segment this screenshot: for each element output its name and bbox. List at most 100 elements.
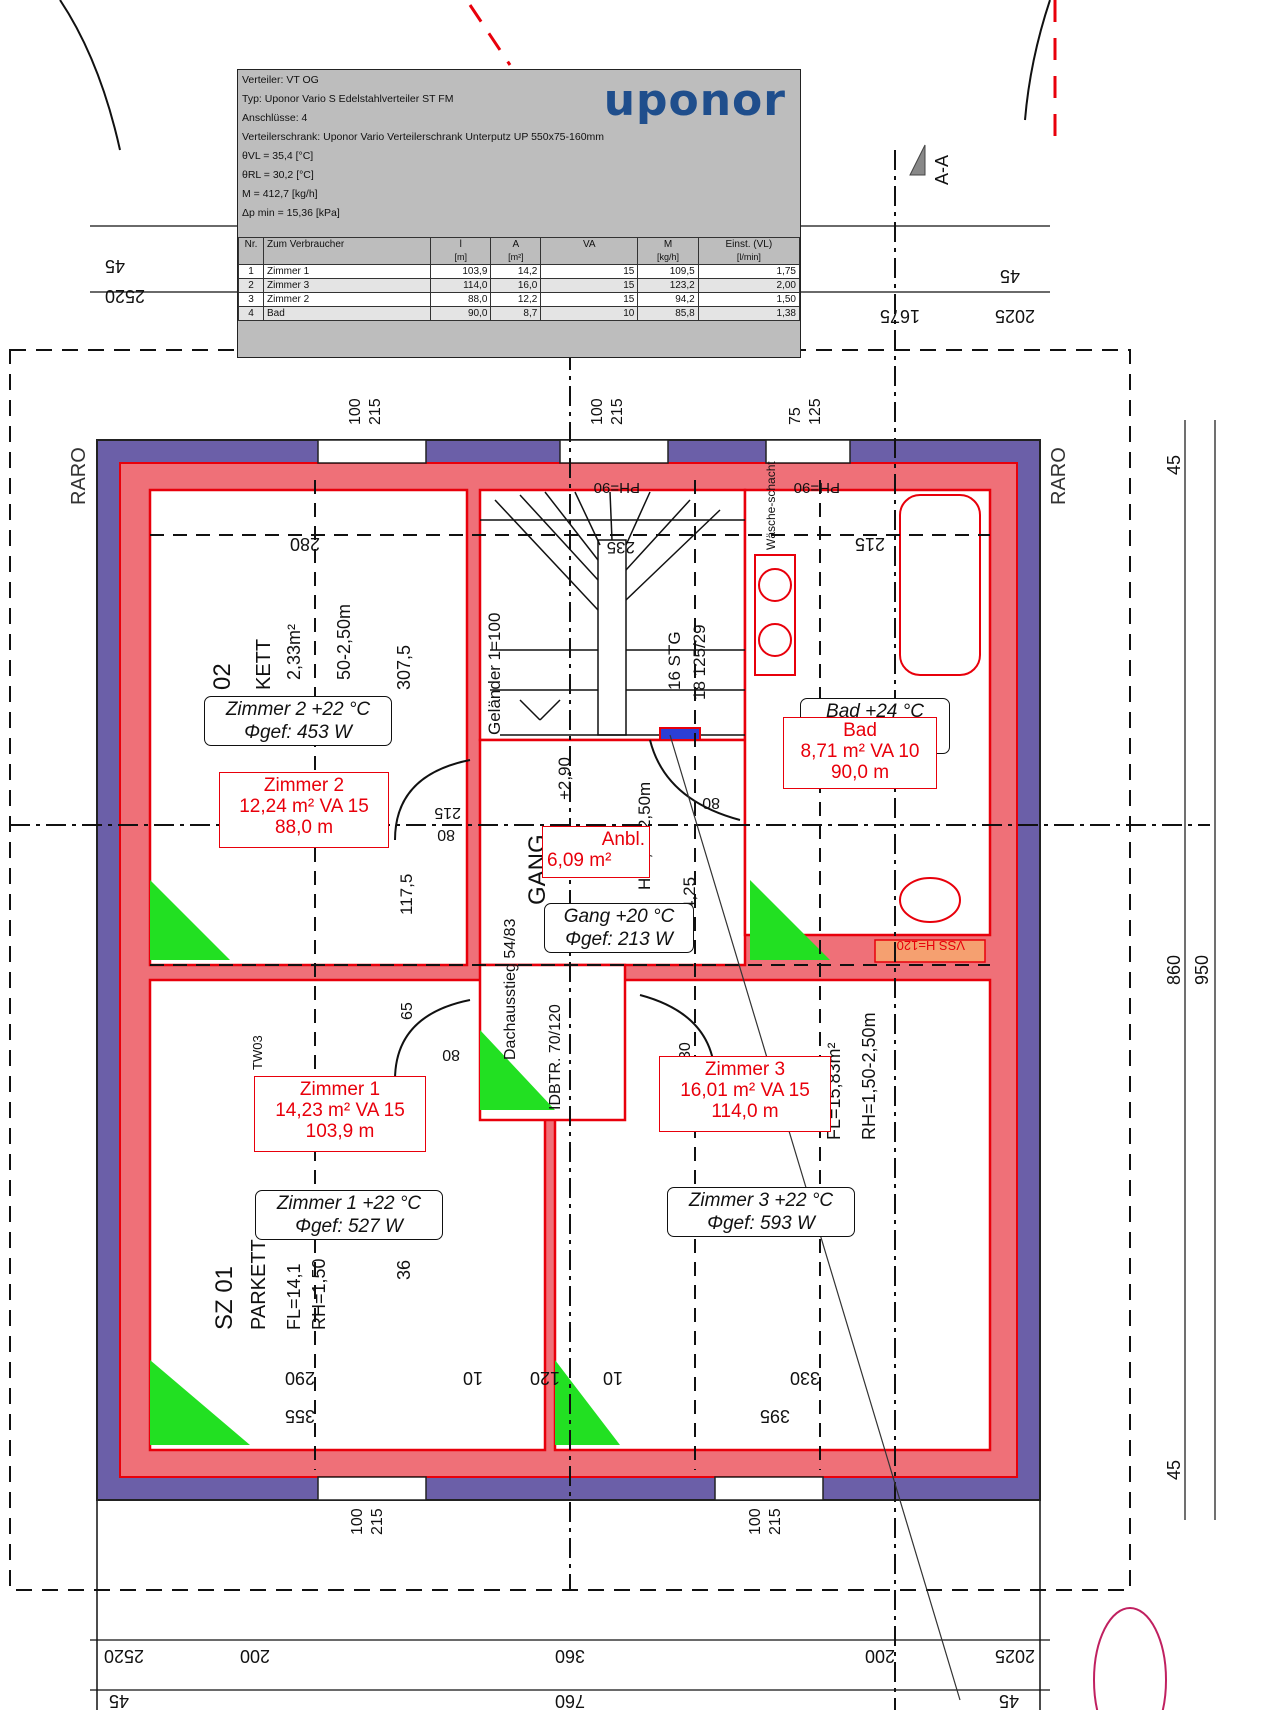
interior-dashed-lines [150, 480, 990, 1470]
raro-right: RARO [1048, 447, 1070, 505]
windows [317, 439, 851, 1501]
circuit-name: Bad [843, 720, 877, 741]
circuit-area: 6,09 m² [547, 850, 612, 871]
dim-2025-topright: 2025 [995, 306, 1035, 326]
idbtr: IDBTR. 70/120 [547, 1004, 564, 1110]
meta-line: Verteilerschrank: Uponor Vario Verteiler… [242, 131, 605, 143]
cell: 2 [238, 278, 264, 293]
dim-45-topleft: 45 [105, 256, 125, 276]
cell: 14,2 [490, 264, 542, 279]
dim-355: 355 [285, 1406, 315, 1426]
cell: Zimmer 3 [263, 278, 431, 293]
col-va: VA [540, 237, 639, 265]
heatload-value: Φgef: 213 W [565, 929, 673, 950]
ph90-bath: PH=90 [794, 479, 840, 496]
cell: 88,0 [429, 292, 492, 307]
dim-100-a: 100 [347, 398, 364, 425]
heatload-zimmer2[interactable]: Zimmer 2 +22 °C Φgef: 453 W [204, 696, 392, 746]
cell: 1,50 [697, 292, 800, 307]
fl-zimmer1: FL=14,1 [284, 1263, 304, 1330]
dim-215-a: 215 [367, 398, 384, 425]
heatload-zimmer1[interactable]: Zimmer 1 +22 °C Φgef: 527 W [255, 1190, 443, 1240]
table-row: 1 Zimmer 1 103,9 14,2 15 109,5 1,75 [238, 264, 800, 279]
circuit-area: 8,71 m² VA 10 [800, 741, 920, 762]
axis-lines [10, 150, 1210, 1710]
red-dashed-line-top [468, 4, 512, 66]
meta-line: Δp min = 15,36 [kPa] [242, 207, 340, 219]
circuit-anbl[interactable]: Anbl. 6,09 m² [542, 826, 650, 878]
dim-45-bottomright: 45 [999, 1691, 1019, 1710]
dim-80-door3: 80 [442, 1046, 460, 1063]
dim-3075: 307,5 [394, 645, 414, 690]
circuit-name: Anbl. [601, 829, 645, 850]
signature-mark [1093, 1607, 1167, 1710]
circuit-zimmer3[interactable]: Zimmer 3 16,01 m² VA 15 114,0 m [659, 1056, 831, 1132]
fl-zimmer2: 2,33m² [284, 624, 304, 680]
heatload-gang[interactable]: Gang +20 °C Φgef: 213 W [544, 903, 694, 953]
heatload-value: Φgef: 527 W [295, 1216, 403, 1237]
cell: 15 [540, 278, 639, 293]
distributor-info-table: Verteiler: VT OG Typ: Uponor Vario S Ede… [237, 69, 801, 358]
circuit-length: 90,0 m [830, 762, 890, 783]
raro-left: RARO [68, 447, 90, 505]
cell: 94,2 [637, 292, 699, 307]
dim-2520-bottomleft: 2520 [104, 1646, 144, 1666]
dachausstieg: Dachausstieg 54/83 [502, 918, 519, 1060]
stairs-235: 235 [607, 538, 635, 557]
tw03-label: TW03 [250, 1035, 265, 1070]
table-header-row: Nr. Zum Verbraucher l[m] A[m²] VA M[kg/h… [238, 237, 800, 265]
cell: 109,5 [637, 264, 699, 279]
rh-zimmer3: RH=1,50-2,50m [859, 1012, 879, 1140]
section-label: A-A [932, 155, 952, 185]
dim-45-right-bottom: 45 [1164, 1460, 1184, 1480]
cell: Zimmer 1 [263, 264, 431, 279]
height-290: +2,90 [555, 757, 574, 800]
heatload-title: Gang +20 °C [563, 906, 675, 927]
cell: Zimmer 2 [263, 292, 431, 307]
dim-860: 860 [1164, 955, 1184, 985]
arc-line-left [59, 0, 121, 151]
dim-215-d: 215 [767, 1508, 784, 1535]
sz01-label: SZ 01 [211, 1266, 238, 1330]
dim-425: 4,25 [680, 877, 699, 910]
cell: 15 [540, 292, 639, 307]
cell: 16,0 [490, 278, 542, 293]
cell: 85,8 [637, 306, 699, 321]
meta-line: Verteiler: VT OG [242, 74, 319, 86]
uponor-logo: uponor [603, 75, 786, 126]
col-setting: Einst. (VL)[l/min] [697, 237, 800, 265]
dim-45-right-top: 45 [1164, 455, 1184, 475]
dim-2520-topleft: 2520 [105, 286, 145, 306]
circuit-zimmer2[interactable]: Zimmer 2 12,24 m² VA 15 88,0 m [219, 772, 389, 848]
cell: 114,0 [429, 278, 492, 293]
cell: 10 [540, 306, 639, 321]
dim-65: 65 [399, 1002, 416, 1020]
heatload-value: Φgef: 593 W [707, 1213, 815, 1234]
heatload-zimmer3[interactable]: Zimmer 3 +22 °C Φgef: 593 W [667, 1187, 855, 1237]
dim-215-c: 215 [369, 1508, 386, 1535]
green-corner-markers [150, 880, 830, 1445]
circuit-zimmer1[interactable]: Zimmer 1 14,23 m² VA 15 103,9 m [254, 1076, 426, 1152]
col-mass-flow: M[kg/h] [637, 237, 699, 265]
dim-950: 950 [1192, 955, 1212, 985]
dim-280: 280 [290, 534, 320, 554]
heatload-title: Zimmer 1 +22 °C [276, 1193, 422, 1214]
dim-45-topright: 45 [1000, 266, 1020, 286]
circuit-area: 12,24 m² VA 15 [239, 796, 369, 817]
heatload-value: Φgef: 453 W [244, 722, 352, 743]
dim-2025-bottomright: 2025 [995, 1646, 1035, 1666]
col-consumer: Zum Verbraucher [263, 237, 431, 265]
table-row: 4 Bad 90,0 8,7 10 85,8 1,38 [238, 306, 800, 321]
heatload-title: Bad +24 °C [826, 701, 924, 722]
dim-215-b: 215 [609, 398, 626, 425]
meta-line: Typ: Uponor Vario S Edelstahlverteiler S… [242, 93, 454, 105]
circuit-table: Nr. Zum Verbraucher l[m] A[m²] VA M[kg/h… [238, 237, 800, 321]
dim-330: 330 [790, 1368, 820, 1388]
circuit-length: 114,0 m [711, 1101, 779, 1122]
circuit-length: 103,9 m [305, 1121, 375, 1142]
circuit-name: Zimmer 3 [704, 1059, 786, 1080]
dim-100-b: 100 [589, 398, 606, 425]
circuit-bad[interactable]: Bad 8,71 m² VA 10 90,0 m [783, 717, 937, 789]
circuit-length: 88,0 m [274, 817, 334, 838]
